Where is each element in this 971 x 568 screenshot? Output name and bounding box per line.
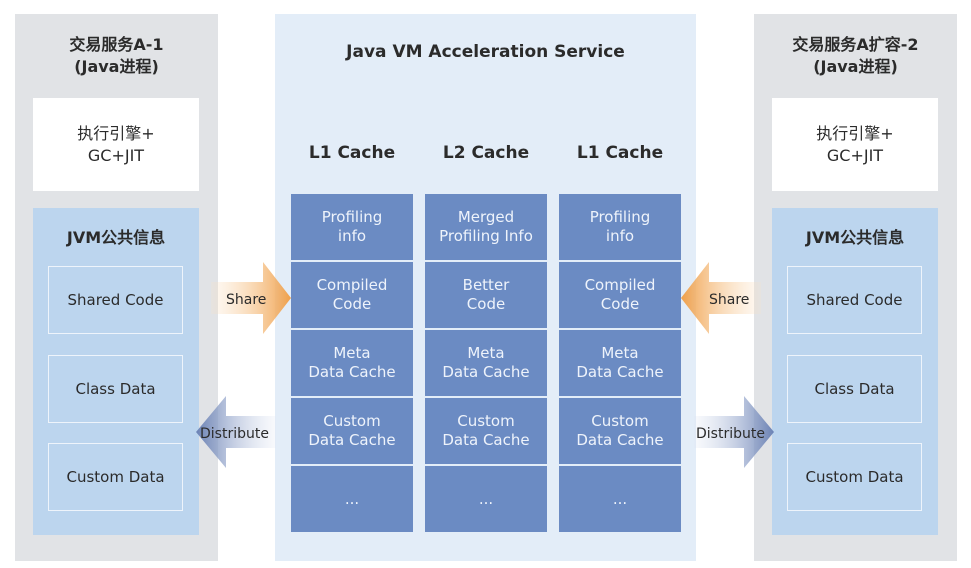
cache-cell: Custom Data Cache — [425, 398, 547, 464]
right-class-data: Class Data — [787, 355, 922, 423]
cache-cell: Compiled Code — [559, 262, 681, 328]
l2-cache-column: Merged Profiling Info Better Code Meta D… — [425, 194, 547, 534]
right-process-panel: 交易服务A扩容-2 (Java进程) 执行引擎+ GC+JIT JVM公共信息 … — [754, 14, 957, 561]
right-custom-data: Custom Data — [787, 443, 922, 511]
left-custom-data: Custom Data — [48, 443, 183, 511]
distribute-right-arrow-icon — [694, 396, 774, 468]
cache-cell: Meta Data Cache — [425, 330, 547, 396]
distribute-arrow-right: Distribute — [694, 396, 774, 472]
left-engine-box: 执行引擎+ GC+JIT — [33, 98, 199, 191]
left-jvm-common-info: JVM公共信息 Shared Code Class Data Custom Da… — [33, 208, 199, 535]
right-engine-box: 执行引擎+ GC+JIT — [772, 98, 938, 191]
left-class-data: Class Data — [48, 355, 183, 423]
left-process-title-line1: 交易服务A-1 — [69, 35, 164, 54]
cache-cell: Meta Data Cache — [291, 330, 413, 396]
cache-cell: ... — [291, 466, 413, 532]
distribute-arrow-left: Distribute — [196, 396, 276, 472]
cache-cell: Custom Data Cache — [559, 398, 681, 464]
right-process-title: 交易服务A扩容-2 (Java进程) — [754, 34, 957, 78]
left-process-title: 交易服务A-1 (Java进程) — [15, 34, 218, 78]
left-process-panel: 交易服务A-1 (Java进程) 执行引擎+ GC+JIT JVM公共信息 Sh… — [15, 14, 218, 561]
share-label-right: Share — [709, 292, 750, 308]
share-left-arrow-icon — [681, 262, 761, 334]
left-process-title-line2: (Java进程) — [74, 57, 159, 76]
cache-cell: Compiled Code — [291, 262, 413, 328]
left-jvm-title: JVM公共信息 — [66, 228, 166, 247]
cache-cell: Merged Profiling Info — [425, 194, 547, 260]
share-label-left: Share — [226, 292, 267, 308]
cache-cell: ... — [425, 466, 547, 532]
right-process-title-line1: 交易服务A扩容-2 — [792, 35, 919, 54]
right-process-title-line2: (Java进程) — [813, 57, 898, 76]
distribute-label-right: Distribute — [696, 426, 765, 442]
cache-cell: Custom Data Cache — [291, 398, 413, 464]
share-arrow-left: Share — [211, 262, 291, 338]
right-shared-code: Shared Code — [787, 266, 922, 334]
cache-cell: Meta Data Cache — [559, 330, 681, 396]
share-right-arrow-icon — [211, 262, 291, 334]
right-jvm-common-info: JVM公共信息 Shared Code Class Data Custom Da… — [772, 208, 938, 535]
column-header-l1-right: L1 Cache — [576, 143, 664, 163]
left-shared-code: Shared Code — [48, 266, 183, 334]
l1-cache-right-column: Profiling info Compiled Code Meta Data C… — [559, 194, 681, 534]
l1-cache-left-column: Profiling info Compiled Code Meta Data C… — [291, 194, 413, 534]
acceleration-service-panel: Java VM Acceleration Service L1 Cache L2… — [275, 14, 696, 561]
cache-cell: Profiling info — [291, 194, 413, 260]
distribute-label-left: Distribute — [200, 426, 269, 442]
distribute-left-arrow-icon — [196, 396, 276, 468]
cache-cell: ... — [559, 466, 681, 532]
cache-cell: Profiling info — [559, 194, 681, 260]
column-header-l2: L2 Cache — [442, 143, 530, 163]
share-arrow-right: Share — [681, 262, 761, 338]
right-jvm-title: JVM公共信息 — [805, 228, 905, 247]
column-header-l1-left: L1 Cache — [308, 143, 396, 163]
cache-cell: Better Code — [425, 262, 547, 328]
service-title: Java VM Acceleration Service — [346, 42, 625, 62]
